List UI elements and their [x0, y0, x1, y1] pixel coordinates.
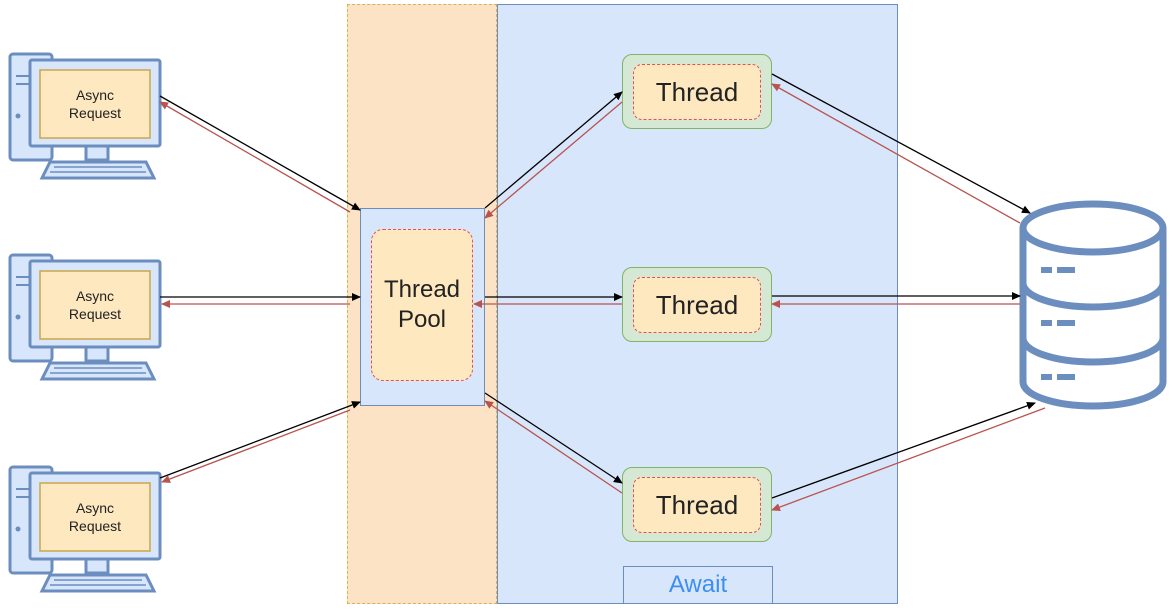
database-icon — [1019, 200, 1167, 410]
client-label-3: Async Request — [68, 500, 122, 534]
request-arrow-pool-thread3 — [484, 392, 623, 484]
request-arrow-thread3-db — [771, 401, 1036, 499]
response-arrow-pool-client3 — [161, 409, 351, 483]
thread-label-1: Thread — [633, 64, 761, 120]
request-arrow-client1-pool — [159, 95, 361, 211]
await-label: Await — [623, 566, 773, 604]
response-arrow-pool-client1 — [159, 101, 351, 213]
response-arrow-db-thread1 — [771, 83, 1021, 224]
response-arrow-thread1-pool — [484, 101, 623, 219]
thread-label-2: Thread — [633, 277, 761, 333]
request-arrow-pool-thread1 — [484, 91, 623, 209]
thread-label-3: Thread — [633, 477, 761, 533]
request-arrow-client3-pool — [159, 401, 361, 479]
response-arrow-thread3-pool — [484, 400, 623, 494]
thread-pool-label: Thread Pool — [371, 229, 473, 381]
request-arrow-thread1-db — [771, 73, 1031, 214]
client-label-2: Async Request — [68, 288, 122, 322]
response-arrow-db-thread3 — [771, 407, 1046, 511]
client-label-1: Async Request — [68, 87, 122, 121]
